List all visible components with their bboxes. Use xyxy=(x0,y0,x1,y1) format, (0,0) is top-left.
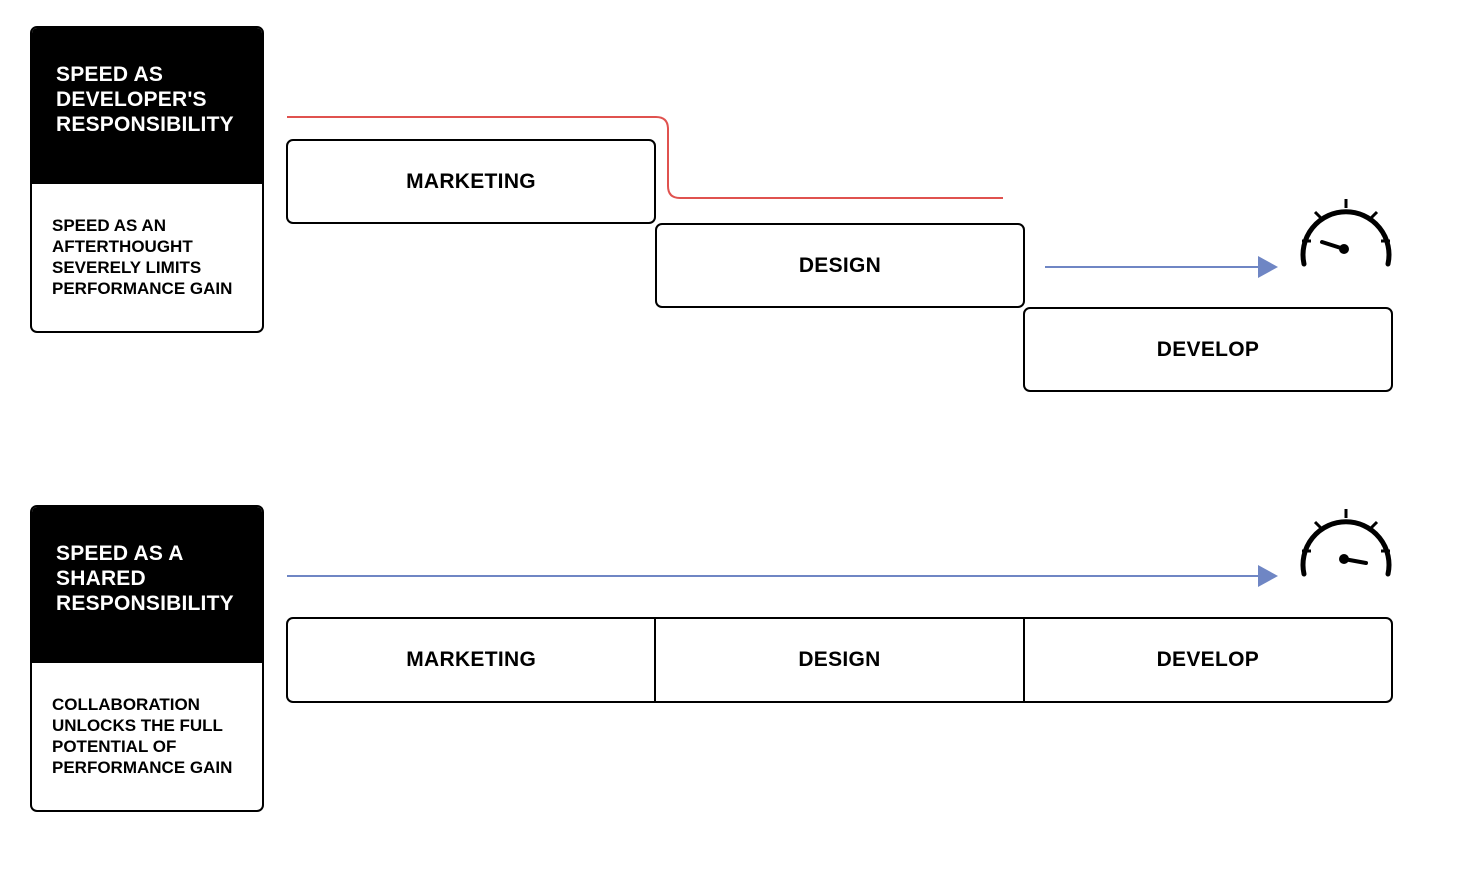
heading-line: SPEED AS A xyxy=(56,542,184,565)
description-line: AFTERTHOUGHT xyxy=(52,237,193,256)
stage-label: MARKETING xyxy=(406,169,536,193)
stage-label: DESIGN xyxy=(798,253,882,277)
stage-marketing: MARKETING xyxy=(286,139,656,224)
heading-line: RESPONSIBILITY xyxy=(56,592,234,615)
stage-design: DESIGN xyxy=(655,223,1025,308)
speedometer-low-icon xyxy=(1296,506,1396,586)
stage-marketing: MARKETING xyxy=(288,619,654,701)
heading-line: RESPONSIBILITY xyxy=(56,113,234,136)
stage-label: MARKETING xyxy=(406,648,537,671)
stage-design: DESIGN xyxy=(654,619,1022,701)
arrow-head-icon xyxy=(1258,565,1278,587)
shared-responsibility-card: SPEED AS A SHARED RESPONSIBILITY COLLABO… xyxy=(30,505,264,812)
description-line: POTENTIAL OF xyxy=(52,737,177,756)
heading-line: DEVELOPER'S xyxy=(56,88,207,111)
speedometer-low-icon xyxy=(1296,196,1396,276)
description-line: PERFORMANCE GAIN xyxy=(52,279,233,298)
description-line: PERFORMANCE GAIN xyxy=(52,758,233,777)
card-description: COLLABORATION UNLOCKS THE FULL POTENTIAL… xyxy=(32,663,262,810)
description-line: COLLABORATION xyxy=(52,695,200,714)
card-description: SPEED AS AN AFTERTHOUGHT SEVERELY LIMITS… xyxy=(32,184,262,331)
red-step-line xyxy=(287,116,1003,199)
description-line: SEVERELY LIMITS xyxy=(52,258,202,277)
heading-line: SPEED AS xyxy=(56,63,164,86)
stage-develop: DEVELOP xyxy=(1022,619,1391,701)
card-heading: SPEED AS DEVELOPER'S RESPONSIBILITY xyxy=(32,28,262,184)
combined-stage-row: MARKETING DESIGN DEVELOP xyxy=(286,617,1393,703)
description-line: UNLOCKS THE FULL xyxy=(52,716,223,735)
developer-responsibility-card: SPEED AS DEVELOPER'S RESPONSIBILITY SPEE… xyxy=(30,26,264,333)
card-heading: SPEED AS A SHARED RESPONSIBILITY xyxy=(32,507,262,663)
stage-label: DESIGN xyxy=(798,648,881,671)
arrow-head-icon xyxy=(1258,256,1278,278)
heading-line: SHARED xyxy=(56,567,146,590)
stage-label: DEVELOP xyxy=(1156,648,1260,671)
description-line: SPEED AS AN xyxy=(52,216,166,235)
stage-label: DEVELOP xyxy=(1156,337,1260,361)
stage-develop: DEVELOP xyxy=(1023,307,1393,392)
